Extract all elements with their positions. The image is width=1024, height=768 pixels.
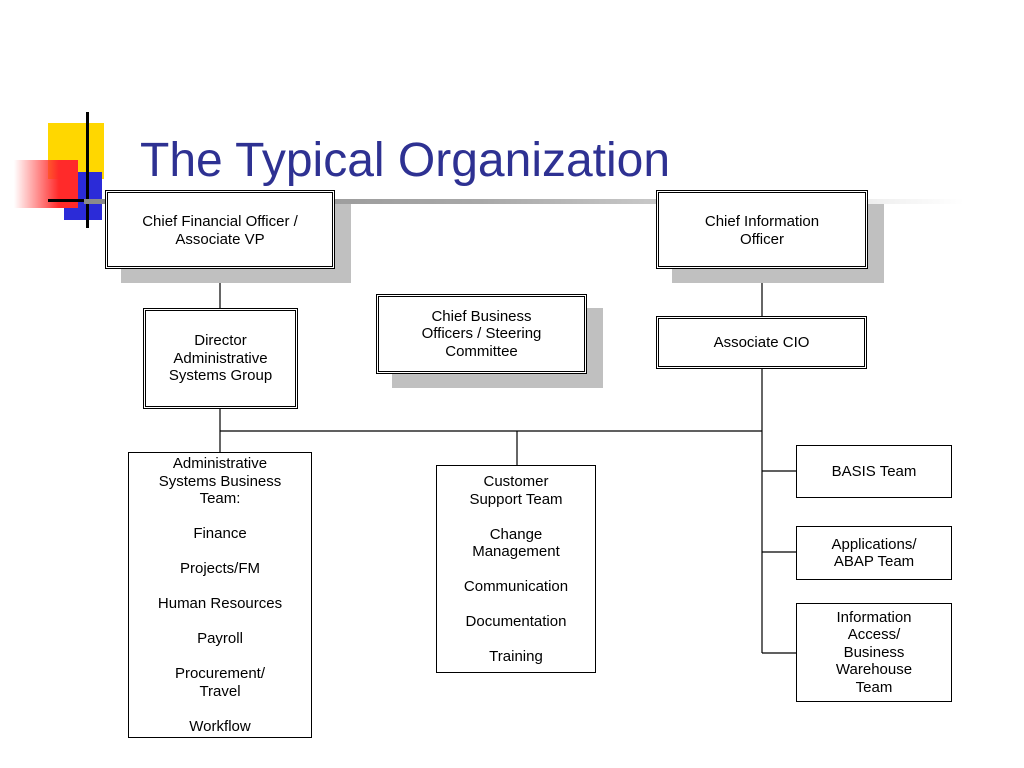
cio-box: Chief Information Officer [656, 190, 868, 269]
customer-support-item: Change [489, 525, 543, 543]
cfo-line1: Chief Financial Officer / [142, 213, 298, 230]
basis-team-label: BASIS Team [831, 462, 917, 480]
deco-horizontal-line [48, 199, 108, 202]
cbo-line2: Officers / Steering [421, 325, 542, 343]
admin-team-item: Finance [193, 525, 247, 542]
director-box: Director Administrative Systems Group [143, 308, 298, 409]
title-underline [84, 199, 964, 204]
admin-team-item: Projects/FM [179, 560, 260, 577]
cbo-line3: Committee [445, 342, 518, 360]
admin-team-box: Administrative Systems Business Team: Fi… [128, 452, 312, 738]
admin-team-item: Procurement/ [174, 665, 266, 682]
admin-team-line1: Administrative [172, 455, 268, 472]
applications-team-box: Applications/ ABAP Team [796, 526, 952, 580]
cfo-line2: Associate VP [175, 230, 265, 248]
customer-support-item: Documentation [465, 613, 567, 630]
director-line2: Administrative [173, 349, 268, 367]
admin-team-item: Human Resources [157, 595, 283, 612]
customer-support-box: Customer Support Team Change Management … [436, 465, 596, 673]
info-access-team-box: Information Access/ Business Warehouse T… [796, 603, 952, 702]
cio-line2: Officer [740, 230, 784, 248]
customer-support-line1: Customer [483, 473, 549, 490]
applications-line1: Applications/ [831, 535, 917, 553]
customer-support-line2: Support Team [469, 490, 563, 508]
customer-support-item: Management [472, 543, 560, 560]
cio-line1: Chief Information [704, 213, 820, 230]
admin-team-line2: Systems Business [158, 472, 282, 490]
info-access-line5: Team [855, 678, 893, 696]
associate-cio-label: Associate CIO [713, 333, 810, 351]
basis-team-box: BASIS Team [796, 445, 952, 498]
customer-support-item: Training [489, 648, 543, 665]
applications-line2: ABAP Team [833, 553, 915, 570]
page-title: The Typical Organization [140, 134, 671, 187]
associate-cio-box: Associate CIO [656, 316, 867, 369]
cbo-box: Chief Business Officers / Steering Commi… [376, 294, 587, 374]
info-access-line3: Business [843, 643, 905, 661]
cfo-box: Chief Financial Officer / Associate VP [105, 190, 335, 269]
cbo-line1: Chief Business [431, 307, 532, 325]
info-access-line2: Access/ [847, 626, 901, 644]
admin-team-item: Payroll [197, 630, 243, 647]
deco-vertical-line [86, 112, 89, 228]
director-line3: Systems Group [168, 367, 273, 385]
admin-team-line3: Team: [199, 490, 241, 507]
info-access-line1: Information [836, 608, 912, 626]
info-access-line4: Warehouse [835, 661, 913, 679]
customer-support-item: Communication [463, 578, 569, 595]
admin-team-item: Workflow [189, 717, 251, 735]
director-line1: Director [194, 332, 247, 350]
admin-team-item: Travel [199, 682, 241, 700]
